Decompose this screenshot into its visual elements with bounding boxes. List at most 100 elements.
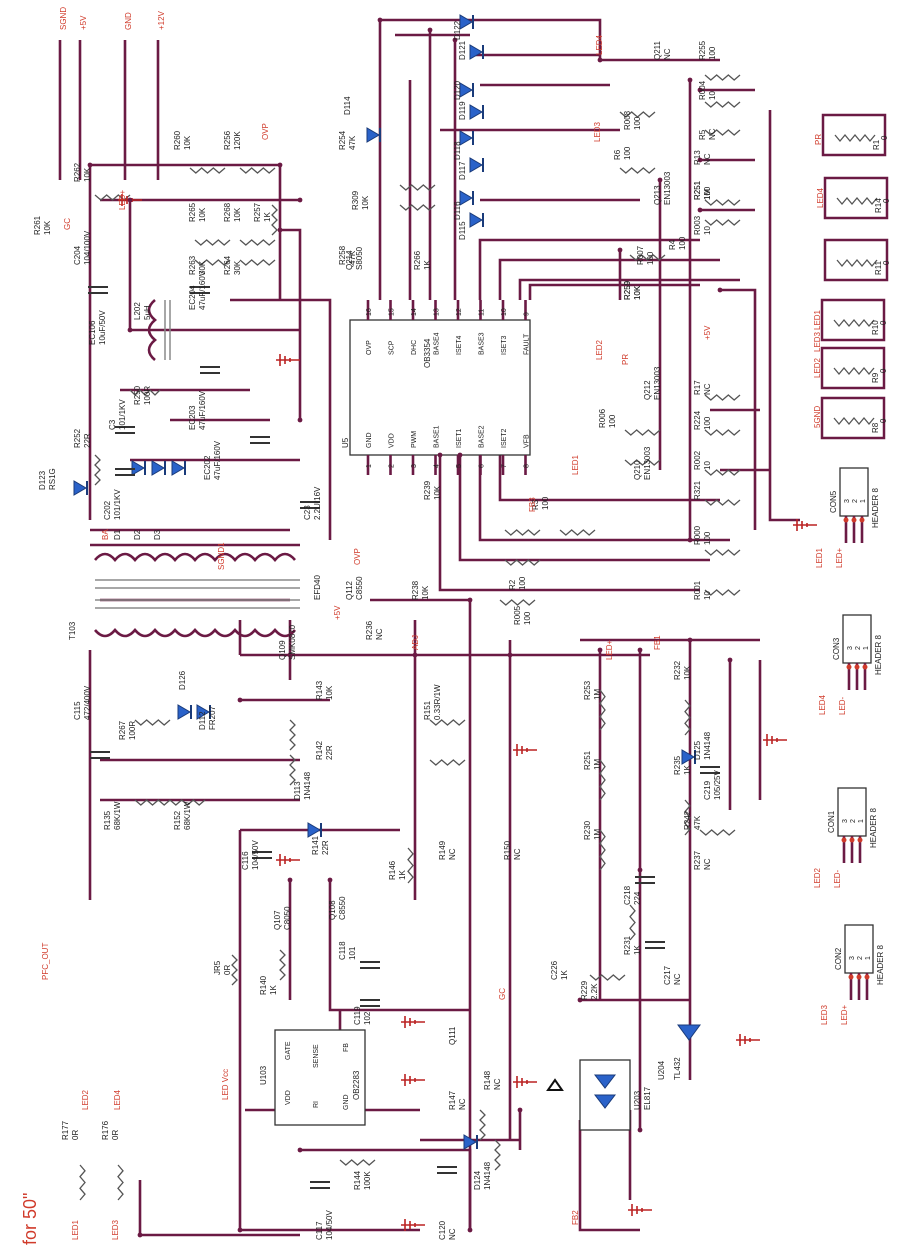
resistor-symbol — [704, 129, 741, 136]
right-block-frame — [823, 238, 889, 282]
component-ref: R002 — [693, 450, 702, 470]
component-value: 100 — [678, 236, 687, 250]
net-fb3: FB3 — [528, 497, 537, 512]
right-block-frame — [820, 396, 886, 440]
connector-pin — [849, 837, 855, 843]
component-ref: R236 — [365, 620, 374, 640]
component-ref: R251 — [693, 180, 702, 200]
component-ref: D1 — [113, 529, 122, 540]
junction-dot — [617, 247, 623, 253]
junction-dot — [452, 37, 458, 43]
component-ref: D120 — [453, 80, 462, 100]
junction-dots — [87, 17, 733, 1238]
resistor-symbol — [129, 389, 161, 396]
junction-dot — [297, 417, 303, 423]
component-value: NC — [493, 1078, 502, 1090]
resistor-symbol — [94, 454, 101, 486]
rail-sgnd: SGND — [59, 7, 68, 30]
component-value: 1N4148 — [303, 771, 312, 800]
component-ref: R239 — [423, 480, 432, 500]
u5-pin-num: 8 — [524, 464, 531, 468]
u5-pin-num: 5 — [456, 464, 463, 468]
right-block-net: LED1 — [813, 309, 822, 330]
u5-pin-name: BASE3 — [479, 332, 486, 355]
capacitor-symbol — [437, 1166, 457, 1174]
net-led1: LED1 — [571, 454, 580, 475]
ground-symbol-icon — [793, 519, 817, 531]
resistor-symbol — [279, 949, 286, 981]
component-value: 1K — [398, 870, 407, 880]
ground-symbol-icon — [276, 354, 300, 366]
component-value: 101 — [348, 946, 357, 960]
component-ref: D112 — [198, 711, 207, 730]
component-ref: D114 — [343, 96, 352, 115]
component-value: 104/50V — [251, 840, 260, 870]
right-block-val: 0 — [882, 198, 891, 203]
resistor-symbol — [834, 133, 876, 143]
component-ref: R142 — [315, 740, 324, 760]
resistor-symbol — [619, 167, 656, 174]
u204-tl432: TL432 U204 — [657, 1024, 701, 1080]
resistor-symbol — [407, 847, 414, 884]
component-ref: R140 — [259, 975, 268, 995]
component-ref: D118 — [453, 141, 462, 160]
capacitor-symbol — [310, 1181, 330, 1189]
component-value: 101/1KV — [118, 399, 127, 430]
junction-dot — [87, 162, 93, 168]
component-value: NC — [708, 128, 717, 140]
connector-net: LED2 — [813, 867, 822, 888]
component-value: 100 — [633, 116, 642, 130]
u5-pin-num: 12 — [456, 308, 463, 316]
u103-pin-ri: RI — [313, 1101, 320, 1108]
component-ref: Q214 — [345, 250, 354, 270]
u103-pin-gnd: GND — [343, 1094, 350, 1110]
resistor-symbol — [194, 239, 231, 246]
net-gc-bottom: GC — [498, 988, 507, 1000]
u5-pin-name: BASE1 — [434, 425, 441, 448]
u103-body — [274, 1029, 366, 1126]
component-ref: R149 — [438, 840, 447, 860]
junction-dot — [327, 877, 333, 883]
component-ref: L202 — [133, 302, 142, 320]
resistor-symbol — [833, 318, 875, 328]
u5-pin-num: 15 — [389, 308, 396, 316]
component-ref: D116 — [453, 201, 462, 220]
u5-ref: U5 — [341, 437, 350, 448]
component-ref: C120 — [438, 1220, 447, 1240]
net-5v-right: +5V — [703, 325, 712, 340]
component-ref: D113 — [293, 781, 302, 800]
component-ref: C116 — [241, 851, 250, 870]
component-value: 0.33R/1W — [433, 684, 442, 720]
component-ref: R255 — [698, 40, 707, 60]
component-ref: R004 — [698, 80, 707, 100]
junction-dot — [237, 1227, 243, 1233]
component-ref: EC204 — [188, 285, 197, 310]
resistor-symbol — [704, 74, 741, 81]
component-ref: R232 — [673, 660, 682, 680]
component-ref: R143 — [315, 680, 324, 700]
u5-pin-num: 11 — [479, 309, 486, 316]
component-ref: R150 — [503, 840, 512, 860]
resistor-symbol — [833, 416, 875, 426]
resistor-symbol — [629, 904, 636, 941]
connector-pin — [857, 837, 863, 843]
component-value: 120K — [233, 131, 242, 150]
connector-body — [844, 924, 874, 974]
u5-pin-name: VDD — [389, 433, 396, 448]
component-ref: Q211 — [653, 40, 662, 60]
net-fb2: FB2 — [571, 1210, 580, 1225]
connector-pin-num: 2 — [855, 646, 862, 650]
component-ref: R6 — [613, 149, 622, 160]
resistor-symbol — [399, 204, 436, 211]
component-ref: Q109 — [278, 640, 287, 660]
connector-ref: CON5 — [829, 490, 838, 513]
component-ref: EC203 — [188, 405, 197, 430]
component-value: 100 — [646, 251, 655, 265]
u103-pin-gate: GATE — [285, 1041, 292, 1060]
resistor-symbol — [704, 101, 741, 108]
junction-dot — [507, 652, 513, 658]
component-ref: R3 — [531, 499, 540, 510]
component-ref: D121 — [458, 40, 467, 60]
component-value: RS1G — [48, 468, 57, 490]
